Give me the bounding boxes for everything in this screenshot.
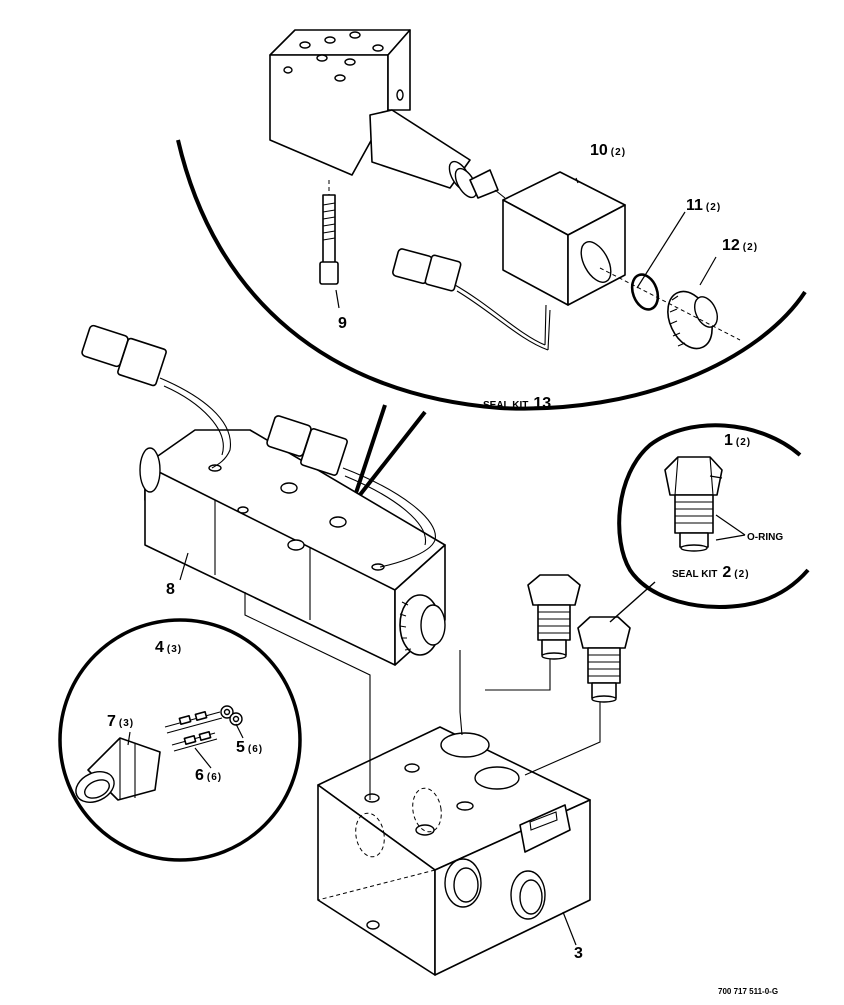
- relief-cartridge-right: [577, 616, 631, 703]
- manifold-block: [317, 726, 591, 976]
- callout-7: 7(3): [107, 713, 134, 730]
- valve-connector-right: [266, 415, 436, 568]
- callout-3: 3: [574, 945, 583, 962]
- right-detail-pointer: [609, 581, 656, 623]
- callout-9: 9: [338, 315, 347, 332]
- valve-connector-left: [81, 324, 231, 469]
- callout-6: 6(6): [195, 767, 222, 784]
- o-ring-label: O-RING: [747, 532, 783, 543]
- callout-1: 1(2): [724, 432, 751, 449]
- callout-11: 11(2): [686, 197, 721, 214]
- callout-12: 12(2): [722, 237, 758, 254]
- cartridge-plug: [664, 456, 723, 552]
- solenoid-coil: [502, 171, 626, 306]
- directional-valve: [139, 429, 446, 666]
- coil-nut: [667, 290, 719, 350]
- drawing-number: 700 717 511-0-G: [718, 987, 778, 996]
- solenoid-tube: [369, 109, 506, 199]
- callout-4: 4(3): [155, 639, 182, 656]
- valve-head-block: [269, 29, 411, 176]
- top-detail-circle: [176, 139, 807, 411]
- o-ring: [630, 273, 660, 311]
- wire-seals: [220, 705, 243, 726]
- callout-5: 5(6): [236, 739, 263, 756]
- cap-screw: [319, 180, 339, 285]
- callout-10: 10(2): [590, 142, 626, 159]
- relief-cartridge-left: [527, 574, 581, 660]
- left-detail-circle: [58, 618, 302, 862]
- right-detail-circle: [617, 423, 810, 609]
- terminal-pins: [164, 711, 223, 752]
- connector-housing: [75, 737, 161, 803]
- top-detail-pointer: [350, 404, 427, 507]
- callout-8: 8: [166, 581, 175, 598]
- coil-connector-top: [392, 248, 551, 351]
